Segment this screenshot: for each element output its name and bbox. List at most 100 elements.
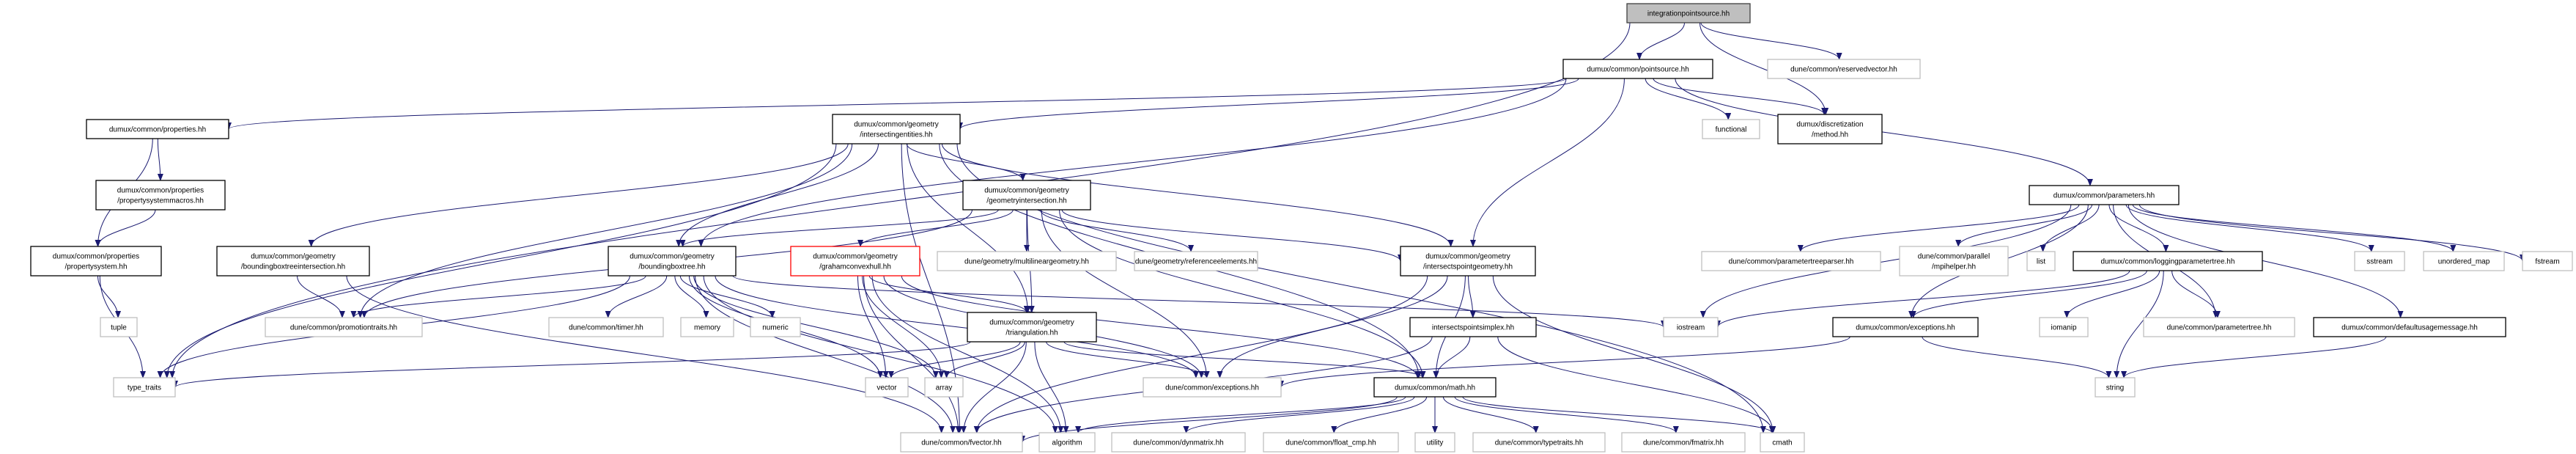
edge-propertysystem-to-tuple <box>97 275 122 318</box>
dependency-edge <box>1433 336 1471 378</box>
edge-intersectingentities-to-triangulation <box>907 143 1031 313</box>
dependency-edge <box>350 275 646 318</box>
dependency-edge <box>2127 204 2404 318</box>
node-box <box>1760 432 1805 453</box>
node-label: dune/common/parallel <box>1918 253 1990 261</box>
node-box <box>967 312 1097 343</box>
dependency-edge <box>1041 209 1210 378</box>
node-intersectingentities[interactable]: dumux/common/geometry/intersectingentiti… <box>832 114 961 144</box>
node-box <box>100 317 138 337</box>
dependency-edge <box>868 275 1030 313</box>
edge-parameters-to-unordered_map <box>2132 204 2457 252</box>
node-label: /intersectingentities.hh <box>860 131 933 139</box>
node-label: dune/common/parametertreeparser.hh <box>1729 258 1854 266</box>
node-propertysystem[interactable]: dumux/common/properties/propertysystem.h… <box>30 246 162 277</box>
node-sstream: sstream <box>2354 251 2405 271</box>
node-box <box>1701 251 1881 271</box>
node-defaultusagemessage[interactable]: dumux/common/defaultusagemessage.hh <box>2313 317 2506 337</box>
node-label: dune/common/reservedvector.hh <box>1790 66 1897 74</box>
node-method[interactable]: dumux/discretization/method.hh <box>1777 114 1883 144</box>
dependency-edge <box>1075 396 1406 433</box>
edge-boundingboxtree-to-algorithm <box>703 275 1058 433</box>
node-geometryintersection[interactable]: dumux/common/geometry/geometryintersecti… <box>962 180 1091 210</box>
dependency-edge <box>2132 204 2457 252</box>
node-label: array <box>936 384 953 392</box>
dependency-edge <box>1183 396 1415 433</box>
node-intersectspointgeometry[interactable]: dumux/common/geometry/intersectspointgeo… <box>1400 246 1536 277</box>
node-parameters[interactable]: dumux/common/parameters.hh <box>2029 185 2180 205</box>
node-list: list <box>2026 251 2056 271</box>
node-intersectspointsimplex[interactable]: intersectspointsimplex.hh <box>1409 317 1537 337</box>
node-grahamconvexhull[interactable]: dumux/common/geometry/grahamconvexhull.h… <box>790 246 920 277</box>
node-box <box>1472 432 1606 453</box>
node-cmath: cmath <box>1760 432 1805 453</box>
node-tuple: tuple <box>100 317 138 337</box>
node-box <box>2029 185 2180 205</box>
dependency-edge <box>906 143 1026 181</box>
edge-grahamconvexhull-to-triangulation <box>868 275 1030 313</box>
node-box <box>30 246 162 277</box>
node-label: dumux/common/properties <box>117 187 204 195</box>
edge-math-to-dynmatrix <box>1183 396 1415 433</box>
edge-properties-to-propertysystemmacros <box>157 138 163 181</box>
node-iostream: iostream <box>1663 317 1719 337</box>
node-box <box>2354 251 2405 271</box>
dependency-edge <box>297 275 345 318</box>
node-box <box>2522 251 2573 271</box>
node-properties[interactable]: dumux/common/properties.hh <box>86 119 229 139</box>
node-fstream: fstream <box>2522 251 2573 271</box>
node-dumuxexceptions[interactable]: dumux/common/exceptions.hh <box>1832 317 1979 337</box>
node-box <box>265 317 423 337</box>
node-loggingparametertree[interactable]: dumux/common/loggingparametertree.hh <box>2073 251 2263 271</box>
node-propertysystemmacros[interactable]: dumux/common/properties/propertysystemma… <box>95 180 226 210</box>
node-box <box>86 119 229 139</box>
edge-math-to-fmatrix <box>1454 396 1679 433</box>
node-label: /triangulation.hh <box>1005 329 1058 337</box>
node-box <box>1038 432 1096 453</box>
dependency-edge <box>901 275 1421 378</box>
dependency-edge <box>2121 336 2387 378</box>
node-label: dune/common/timer.hh <box>569 324 643 332</box>
node-box <box>216 246 370 277</box>
node-label: /method.hh <box>1812 131 1848 139</box>
dependency-edge <box>960 341 1027 433</box>
node-box <box>962 180 1091 210</box>
node-box <box>1702 119 1760 139</box>
node-root[interactable]: integrationpointsource.hh <box>1626 3 1751 23</box>
dependency-edge <box>605 275 668 318</box>
dependency-edge <box>679 275 775 318</box>
edge-geometryintersection-to-math <box>1059 209 1426 378</box>
node-label: /propertysystemmacros.hh <box>117 197 204 205</box>
node-vector: vector <box>865 377 909 398</box>
dependency-edge <box>907 143 1031 313</box>
edge-intersectspointsimplex-to-math <box>1433 336 1471 378</box>
node-bbtreeintersection[interactable]: dumux/common/geometry/boundingboxtreeint… <box>216 246 370 277</box>
dependency-edge <box>1217 275 1448 378</box>
edge-intersectingentities-to-geometryintersection <box>906 143 1026 181</box>
node-iomanip: iomanip <box>2039 317 2089 337</box>
edge-bbtreeintersection-to-fvector <box>346 275 945 433</box>
dependency-edge <box>308 143 849 247</box>
edge-root-to-pointsource <box>1636 22 1685 60</box>
dependency-edge <box>2040 204 2100 252</box>
node-label: type_traits <box>128 384 161 392</box>
edge-loggingparametertree-to-iostream <box>1715 270 2130 328</box>
edge-grahamconvexhull-to-math <box>901 275 1421 378</box>
node-box <box>750 317 801 337</box>
node-label: fstream <box>2535 258 2559 266</box>
edge-pointsource-to-parameters <box>1675 78 2093 186</box>
edge-loggingparametertree-to-iomanip <box>2064 270 2160 318</box>
node-box <box>1111 432 1246 453</box>
dependency-edge <box>941 143 1454 247</box>
node-label: memory <box>694 324 720 332</box>
node-pointsource[interactable]: dumux/common/pointsource.hh <box>1562 59 1713 79</box>
node-label: /boundingboxtree.hh <box>638 263 705 271</box>
node-boundingboxtree[interactable]: dumux/common/geometry/boundingboxtree.hh <box>608 246 737 277</box>
node-box <box>2143 317 2295 337</box>
node-label: dune/common/float_cmp.hh <box>1285 439 1376 447</box>
edge-triangulation-to-vector <box>888 341 1021 378</box>
node-triangulation[interactable]: dumux/common/geometry/triangulation.hh <box>967 312 1097 343</box>
node-math[interactable]: dumux/common/math.hh <box>1373 377 1496 398</box>
dependency-edge <box>888 341 1021 378</box>
